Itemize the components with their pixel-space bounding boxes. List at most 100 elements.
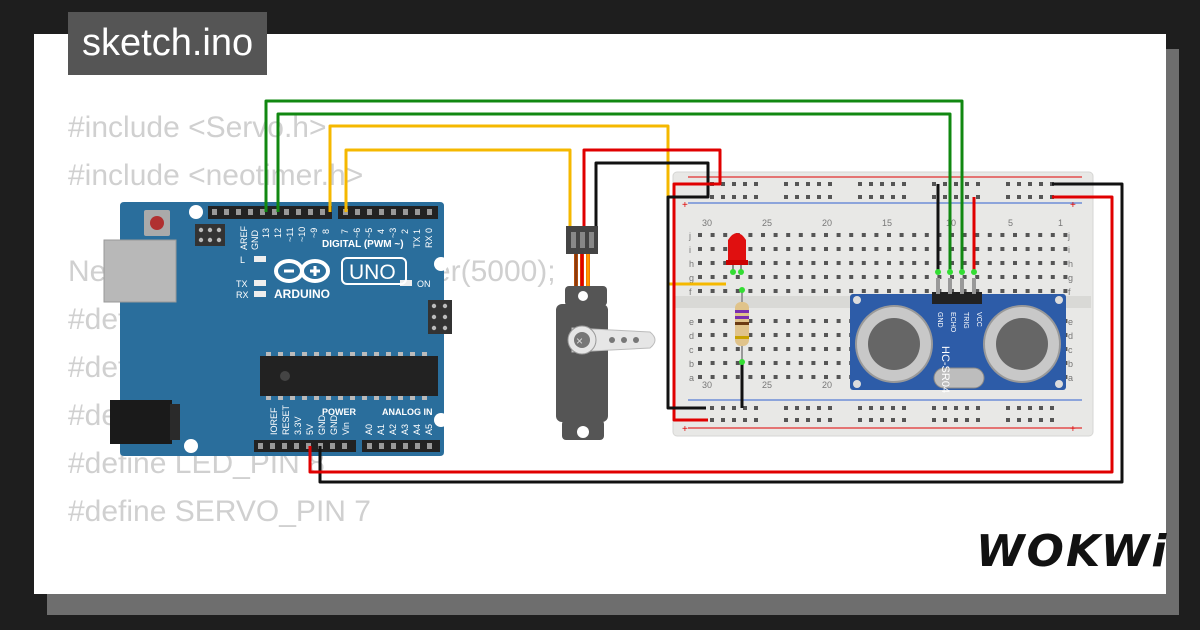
breadboard-hole xyxy=(786,347,791,351)
arduino-uno[interactable]: AREF GND 13 12 ~11 ~10 ~9 8 7 ~6 ~5 4 ~3… xyxy=(103,202,452,456)
rail-hole xyxy=(754,195,758,199)
file-title-tab[interactable]: sketch.ino xyxy=(68,12,268,75)
breadboard-hole xyxy=(924,289,929,293)
rail-hole xyxy=(1050,406,1054,410)
breadboard-hole xyxy=(1013,289,1017,293)
breadboard-hole xyxy=(1063,289,1068,293)
breadboard-hole xyxy=(786,333,791,337)
breadboard-hole xyxy=(836,375,841,379)
rail-hole xyxy=(754,418,758,422)
breadboard-hole xyxy=(811,319,816,323)
breadboard-hole xyxy=(861,275,866,279)
rail-hole xyxy=(817,195,821,199)
breadboard-hole xyxy=(887,289,891,293)
breadboard-hole xyxy=(723,289,728,293)
resistor[interactable] xyxy=(735,290,749,362)
breadboard-hole xyxy=(710,319,715,323)
header-pin xyxy=(391,443,396,449)
breadboard-hole xyxy=(836,275,841,279)
resistor-band xyxy=(735,310,749,313)
chip-pin xyxy=(338,396,343,400)
breadboard-hole xyxy=(975,289,980,293)
wire-red-rail-left[interactable] xyxy=(672,182,710,422)
pin-label: GND xyxy=(250,230,260,251)
column-number: 30 xyxy=(702,380,712,390)
rail-hole xyxy=(784,195,788,199)
rail-hole xyxy=(932,418,936,422)
uno-badge xyxy=(341,257,407,285)
wire-green-trig[interactable] xyxy=(264,99,964,272)
breadboard-hole xyxy=(962,247,967,251)
wire-red-arduino-5v[interactable] xyxy=(308,195,1114,474)
breadboard-hole xyxy=(698,319,702,323)
rail-hole xyxy=(943,182,947,186)
power-title: POWER xyxy=(322,407,357,417)
breadboard-hole xyxy=(1000,289,1005,293)
wire-yellow-led[interactable] xyxy=(328,124,726,286)
connector-pin xyxy=(571,232,576,248)
row-letter: j xyxy=(1067,231,1070,241)
wire-black-servo-gnd[interactable] xyxy=(594,161,710,226)
ultrasonic-sensor[interactable]: GND ECHO TRIG VCC HC-SR04 xyxy=(850,292,1066,393)
icsp-header xyxy=(195,224,225,246)
row-letter: h xyxy=(1068,259,1073,269)
sensor-pin-header xyxy=(932,292,982,304)
header-pin xyxy=(258,443,263,449)
chip-pin xyxy=(362,396,367,400)
wire-black-arduino-gnd[interactable] xyxy=(318,182,1124,484)
rail-hole xyxy=(902,418,906,422)
breadboard-hole xyxy=(1050,275,1055,279)
wokwi-logo: WOKWi xyxy=(976,526,1169,577)
header-pin xyxy=(330,443,335,449)
breadboard-hole xyxy=(924,275,929,279)
wire-green-echo[interactable] xyxy=(276,112,952,272)
breadboard-hole xyxy=(1038,289,1043,293)
header-pin xyxy=(320,209,325,215)
rail-hole xyxy=(1028,406,1032,410)
row-letter: d xyxy=(1068,331,1073,341)
power-jack-tip xyxy=(170,404,180,440)
breadboard-hole xyxy=(723,333,728,337)
rail-hole xyxy=(1028,182,1032,186)
icsp-header-2 xyxy=(428,300,452,334)
chip-pin xyxy=(314,396,319,400)
sensor-model: HC-SR04 xyxy=(939,346,951,393)
rail-hole xyxy=(869,195,873,199)
breadboard-hole xyxy=(849,261,854,265)
rail-hole xyxy=(954,182,958,186)
breadboard-hole xyxy=(698,361,702,365)
row-letter: b xyxy=(1068,359,1073,369)
breadboard-hole xyxy=(1025,247,1030,251)
pin-label: A5 xyxy=(424,424,434,435)
header-pin xyxy=(415,209,420,215)
rail-hole xyxy=(1028,418,1032,422)
breadboard-hole xyxy=(735,289,740,293)
rail-hole xyxy=(806,182,810,186)
column-number: 15 xyxy=(882,218,892,228)
breadboard-hole xyxy=(1038,247,1043,251)
column-number: 25 xyxy=(762,218,772,228)
rail-hole xyxy=(754,182,758,186)
chip-pin xyxy=(350,396,355,400)
pin-label: A4 xyxy=(412,424,422,435)
servo-motor[interactable]: × xyxy=(556,226,656,440)
rail-hole xyxy=(710,406,714,410)
rail-hole xyxy=(1028,195,1032,199)
pin-label: 12 xyxy=(273,228,283,238)
sensor-mount-hole xyxy=(853,296,861,304)
wire-yellow-servo[interactable] xyxy=(344,148,572,226)
status-leds: L TX RX ON xyxy=(236,255,431,300)
digital-pins xyxy=(212,209,432,215)
header-pin xyxy=(282,443,287,449)
rail-hole xyxy=(932,406,936,410)
arduino-label: ARDUINO xyxy=(274,287,330,301)
breadboard-hole xyxy=(710,333,715,337)
breadboard-hole xyxy=(723,361,728,365)
row-letter: g xyxy=(689,273,694,283)
breadboard-hole xyxy=(811,289,816,293)
wire-black-rail-left[interactable] xyxy=(666,195,706,410)
wire-red-servo-vcc[interactable] xyxy=(582,148,722,226)
sensor-mount-hole xyxy=(853,380,861,388)
pin-label: ~6 xyxy=(352,228,362,238)
chip-pin xyxy=(422,396,427,400)
